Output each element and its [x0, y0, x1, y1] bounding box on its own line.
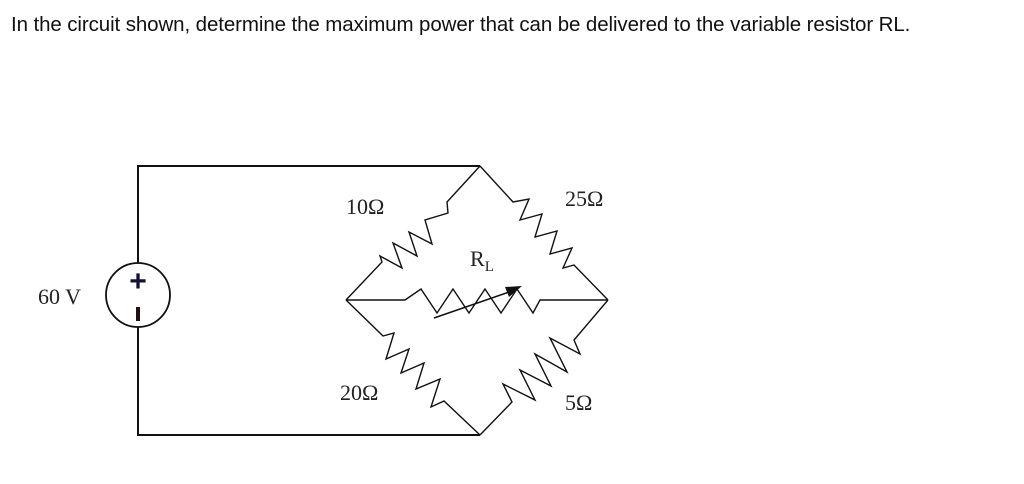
source-voltage-label: 60 V — [38, 284, 81, 309]
label-rl-sub: L — [485, 259, 494, 275]
label-5-ohm: 5Ω — [565, 390, 592, 415]
label-25-ohm: 25Ω — [565, 186, 603, 211]
question-text: In the circuit shown, determine the maxi… — [11, 13, 911, 36]
label-20-ohm: 20Ω — [340, 380, 378, 405]
resistor-5-ohm — [479, 299, 609, 436]
resistor-20-ohm — [345, 299, 481, 436]
voltage-source: + — [105, 262, 171, 328]
resistor-load-rl — [346, 287, 608, 315]
resistor-25-ohm — [479, 165, 609, 301]
label-10-ohm: 10Ω — [346, 194, 384, 219]
label-rl: RL — [470, 246, 494, 275]
source-plus-sign: + — [129, 265, 147, 298]
source-minus-sign — [136, 307, 140, 321]
resistor-10-ohm — [345, 165, 481, 301]
label-rl-main: R — [470, 246, 485, 271]
top-wire — [137, 165, 480, 263]
bottom-wire — [137, 327, 480, 436]
variable-arrow-icon — [433, 286, 522, 319]
